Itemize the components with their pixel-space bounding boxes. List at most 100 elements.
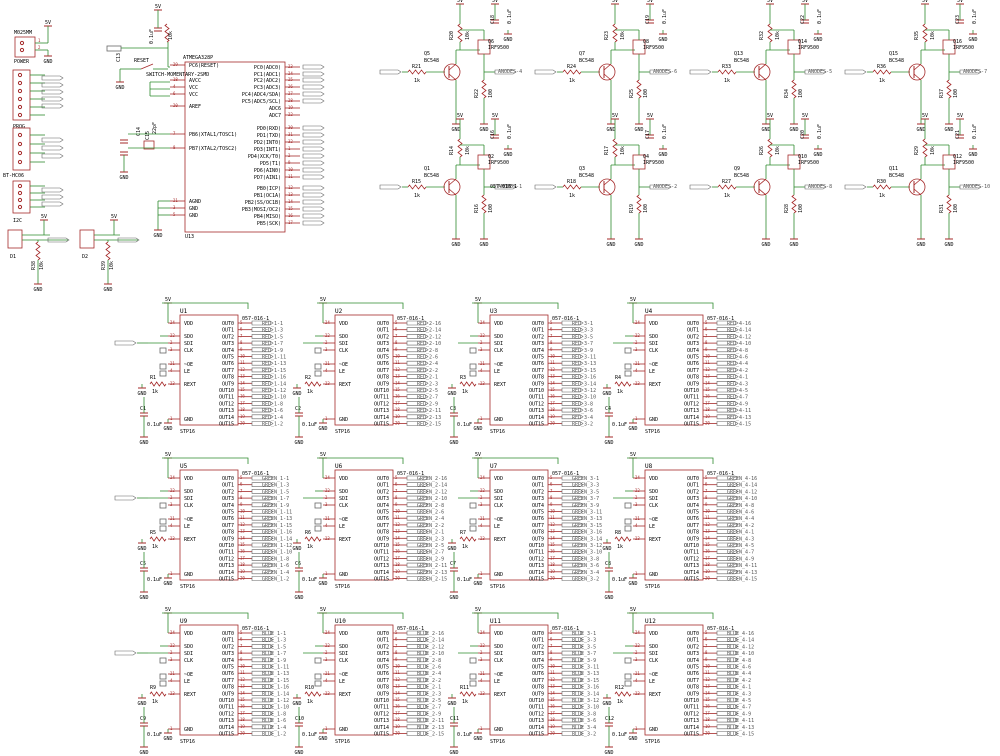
stp-pin-num: 21 [170, 516, 175, 521]
stp-pin-right: OUT6 [687, 361, 699, 367]
rext-ref: R10 [305, 685, 314, 691]
stp-pin-num: 24 [480, 320, 485, 325]
stp-pin-right: OUT1 [377, 638, 389, 644]
rext-resistor [304, 536, 322, 542]
stp-part: 057-016-1 [397, 626, 424, 632]
stp-net-label: GREEN_4-6 [727, 510, 754, 516]
net-flag [561, 475, 584, 481]
stp-pin-num: 18 [240, 717, 245, 722]
gnd-symbol: GND [163, 729, 173, 742]
stp-pin-num: 5 [240, 475, 243, 480]
stp-pin-num: 5 [705, 320, 708, 325]
stp-net-label: GREEN_4-5 [727, 543, 754, 549]
stp-pin-right: OUT4 [222, 658, 234, 664]
stp-pin-num: 11 [550, 360, 555, 365]
stp-pin-num: 7 [395, 643, 398, 648]
drain-resistor [946, 194, 952, 214]
stp-net-label: BLUE_1-15 [262, 678, 289, 684]
stp-pin-right: OUT14 [684, 725, 699, 731]
net-flag [251, 644, 274, 649]
gnd-symbol: GND [119, 168, 129, 181]
gnd-symbol: GND [451, 120, 461, 133]
net-flag [716, 320, 739, 326]
stp-net-label: BLUE_3-12 [572, 698, 599, 704]
5v-symbol: 5V [164, 607, 172, 618]
stp-pin-num: 23 [635, 691, 640, 696]
stp-pin-left: SDI [184, 496, 193, 502]
stp-device: STP16 [645, 584, 660, 590]
gnd-symbol: GND [447, 694, 457, 707]
gnd-label: GND [292, 546, 301, 552]
stp-pin-right: OUT3 [687, 496, 699, 502]
net-flag [716, 562, 739, 568]
net-flag [159, 518, 167, 525]
stp-pin-num: 6 [705, 637, 708, 642]
stp-pin-left: GND [649, 727, 658, 733]
net-flag [561, 367, 584, 373]
stp-pin-right: OUT5 [532, 510, 544, 516]
stp-pin-num: 8 [705, 650, 708, 655]
gnd-symbol: GND [449, 433, 459, 446]
net-flag [302, 185, 325, 191]
stp-ref: U10 [335, 618, 346, 625]
stp-net-label: GREEN_4-1 [727, 530, 754, 536]
stp-pin-right: OUT3 [222, 496, 234, 502]
stp-pin-right: OUT0 [687, 321, 699, 327]
npn-emitter [913, 73, 922, 81]
net-flag [314, 363, 322, 370]
stp-part: 057-016-1 [397, 471, 424, 477]
stp-pin-right: OUT15 [684, 732, 699, 738]
net-flag [159, 680, 167, 687]
stp-pin-right: OUT4 [222, 503, 234, 509]
stp-pin-right: OUT11 [529, 550, 544, 556]
cap-val: 0.1uF [507, 9, 513, 24]
c13-val: 0.1uF [149, 29, 155, 44]
stp-pin-num: 18 [395, 562, 400, 567]
stp-pin-left: SDO [184, 644, 193, 650]
5v-symbol: 5V [629, 607, 637, 618]
d1-r-ref: R38 [31, 261, 37, 270]
stp-pin-right: OUT15 [374, 422, 389, 428]
rext-val: 1k [307, 389, 313, 395]
stp-part: 057-016-1 [552, 626, 579, 632]
pin-circle [17, 150, 23, 156]
net-flag [41, 137, 64, 143]
gnd-symbol: GND [628, 729, 638, 742]
net-flag [959, 184, 982, 190]
stp-pin-right: OUT13 [219, 563, 234, 569]
stp-pin-num: 2 [170, 340, 173, 345]
5v-symbol: 5V [801, 0, 809, 9]
stp-pin-right: OUT5 [377, 355, 389, 361]
stp-pin-num: 14 [550, 690, 555, 695]
net-flag [716, 515, 739, 521]
stp-net-label: BLUE_1-8 [262, 711, 286, 717]
stp-net-label: GREEN_2-6 [417, 510, 444, 516]
cap-ref: C10 [295, 716, 304, 722]
stp-net-label: BLUE_3-3 [572, 638, 596, 644]
mcu-pin-left: VCC [189, 92, 198, 98]
gnd-label: GND [634, 242, 643, 248]
gnd-symbol: GND [602, 384, 612, 397]
5v-symbol: 5V [319, 297, 327, 308]
stp-net-label: BLUE_1-1 [262, 631, 286, 637]
net-flag [716, 360, 739, 366]
net-flag [716, 387, 739, 393]
mcu-pin-right: PC3(ADC3) [254, 85, 281, 91]
net-flag [406, 711, 429, 716]
mcu-pin-num: 29 [173, 62, 178, 67]
5v-symbol: 5V [154, 4, 162, 15]
stp-net-label: BLUE_3-13 [572, 671, 599, 677]
stp-pin-num: 1 [325, 571, 328, 576]
stp-pin-num: 4 [635, 368, 638, 373]
mcu-pin-right: ADC6 [269, 106, 281, 112]
npn-model: BC548 [579, 58, 594, 64]
cap-val: 0.1uF [612, 732, 627, 738]
net-flag [716, 549, 739, 554]
base-r-ref: R27 [722, 179, 731, 185]
base-r-val: 1k [414, 78, 420, 84]
stp-pin-num: 10 [240, 354, 245, 359]
net-flag [716, 334, 739, 339]
npn-emitter [758, 73, 767, 81]
power-label: POWER [14, 59, 30, 65]
net-flag [624, 370, 632, 377]
